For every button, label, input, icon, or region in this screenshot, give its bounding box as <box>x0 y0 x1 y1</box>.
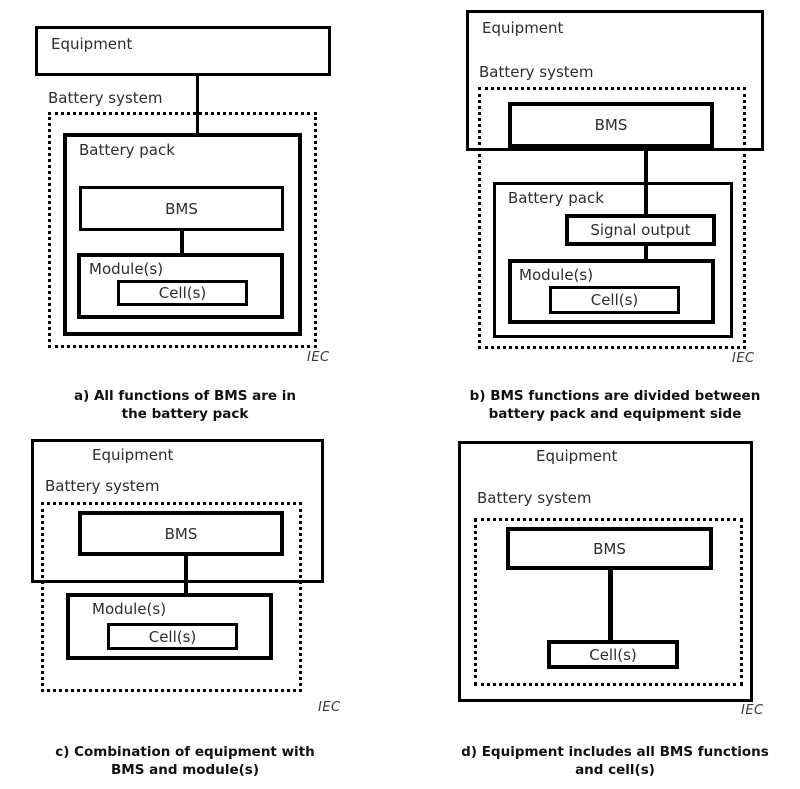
caption-b-line1: b) BMS functions are divided between <box>469 388 761 404</box>
caption-c-line2: BMS and module(s) <box>110 762 259 778</box>
cells-box-c: Cell(s) <box>107 623 238 650</box>
cells-box-d: Cell(s) <box>547 640 679 669</box>
equipment-label-a: Equipment <box>51 35 133 53</box>
caption-d-line1: d) Equipment includes all BMS functions <box>461 744 769 760</box>
caption-a-line2: the battery pack <box>121 406 249 422</box>
caption-b: b) BMS functions are divided between bat… <box>450 387 780 423</box>
caption-c-line1: c) Combination of equipment with <box>55 744 315 760</box>
signal-output-box-b: Signal output <box>565 214 716 246</box>
bms-box-b: BMS <box>508 102 714 148</box>
modules-label-a: Module(s) <box>89 260 164 278</box>
battery-pack-label-b: Battery pack <box>508 189 604 207</box>
battery-system-label-a: Battery system <box>48 89 163 107</box>
caption-d: d) Equipment includes all BMS functions … <box>450 743 780 779</box>
connector-signal-modules-b <box>644 244 648 261</box>
caption-a: a) All functions of BMS are in the batte… <box>30 387 340 423</box>
caption-d-line2: and cell(s) <box>575 762 655 778</box>
battery-system-boundary-d <box>474 518 743 686</box>
modules-label-b: Module(s) <box>519 266 594 284</box>
equipment-label-b: Equipment <box>482 19 564 37</box>
iec-label-b: IEC <box>732 351 755 366</box>
iec-label-d: IEC <box>741 703 764 718</box>
equipment-label-c: Equipment <box>92 446 174 464</box>
connector-bms-modules-a <box>180 229 184 256</box>
bms-box-a: BMS <box>79 186 284 231</box>
battery-system-label-c: Battery system <box>45 477 160 495</box>
caption-a-line1: a) All functions of BMS are in <box>73 388 297 404</box>
cells-box-b: Cell(s) <box>549 286 680 314</box>
caption-b-line2: battery pack and equipment side <box>488 406 742 422</box>
modules-label-c: Module(s) <box>92 600 167 618</box>
iec-label-c: IEC <box>318 700 341 715</box>
battery-system-label-b: Battery system <box>479 63 594 81</box>
battery-system-label-d: Battery system <box>477 489 592 507</box>
battery-system-boundary-a <box>48 112 317 348</box>
equipment-label-d: Equipment <box>536 447 618 465</box>
connector-equipment-pack-a <box>196 74 199 135</box>
connector-bms-signal-b <box>644 146 648 216</box>
connector-bms-modules-c <box>184 554 188 595</box>
caption-c: c) Combination of equipment with BMS and… <box>30 743 340 779</box>
iec-label-a: IEC <box>307 350 330 365</box>
battery-system-boundary-b <box>478 87 746 349</box>
connector-bms-cells-d <box>608 568 613 642</box>
cells-box-a: Cell(s) <box>117 280 248 306</box>
battery-pack-label-a: Battery pack <box>79 141 175 159</box>
bms-box-c: BMS <box>78 511 284 556</box>
bms-box-d: BMS <box>506 527 713 570</box>
equipment-box-a: Equipment <box>35 26 331 76</box>
battery-system-boundary-c <box>41 502 302 692</box>
